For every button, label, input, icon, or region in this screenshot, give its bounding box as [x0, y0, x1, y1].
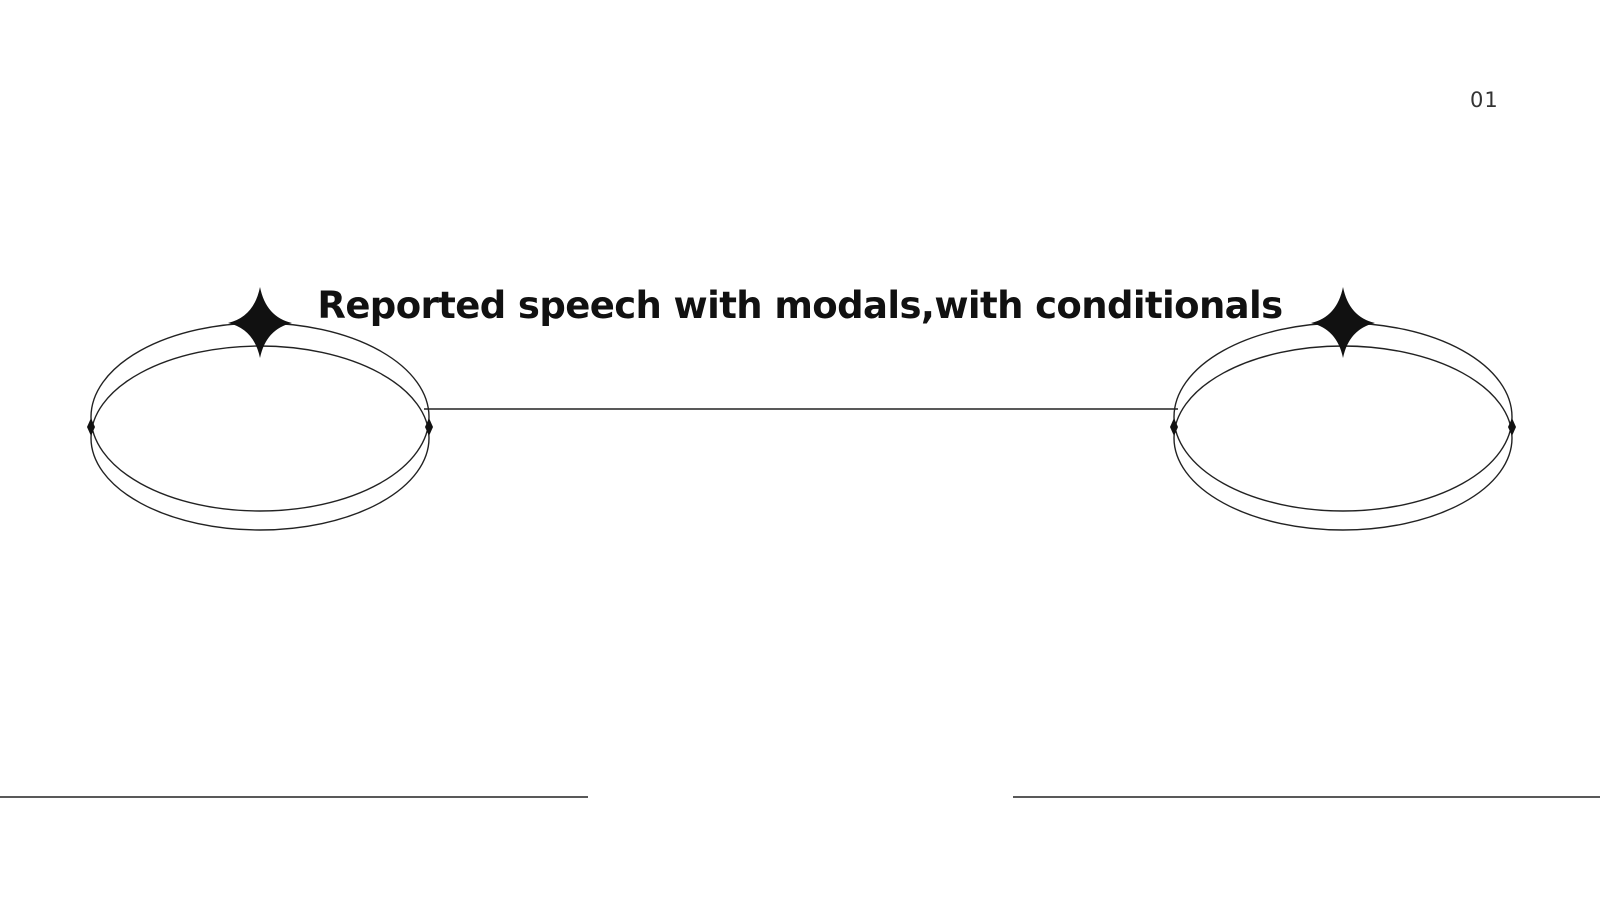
ring-notch-right: [1508, 418, 1516, 436]
slide-title: Reported speech with modals,with conditi…: [317, 284, 1283, 327]
sparkle-icon: [228, 287, 292, 358]
ring-notch-left: [1170, 418, 1178, 436]
sparkle-icon: [1311, 287, 1375, 358]
ring-notch-right: [425, 418, 433, 436]
ring-notch-left: [87, 418, 95, 436]
page-number: 01: [1470, 88, 1499, 112]
